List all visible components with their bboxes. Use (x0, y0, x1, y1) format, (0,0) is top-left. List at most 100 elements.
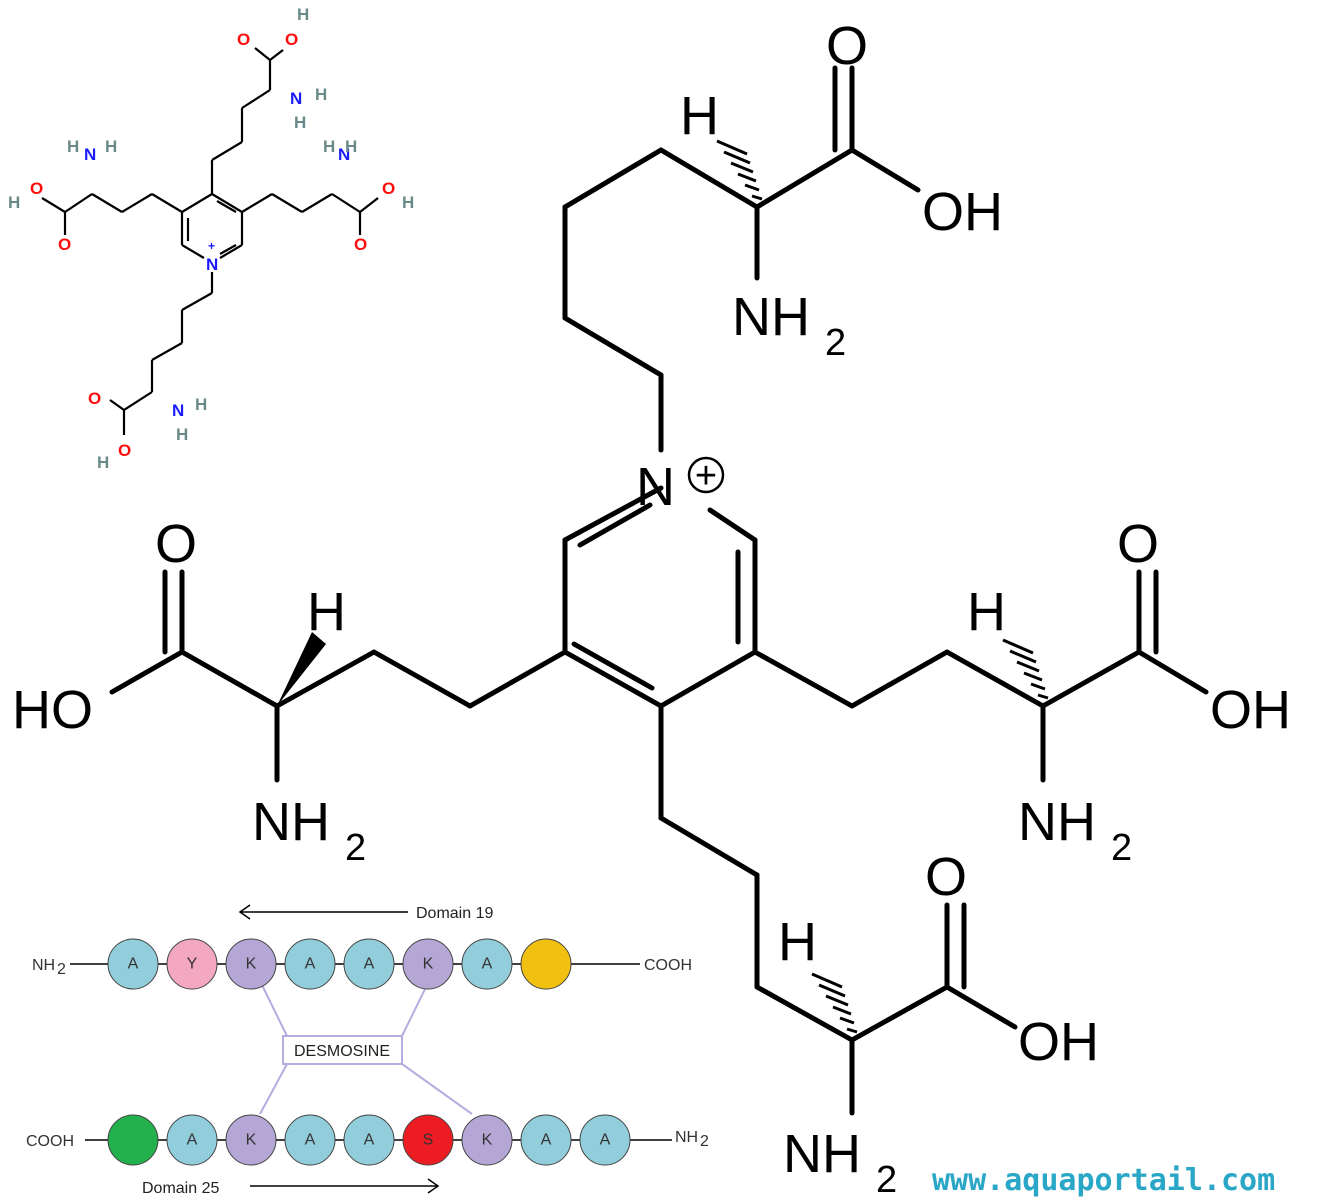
nh2-top-sub: 2 (57, 961, 66, 978)
atom-oh-top: OH (922, 182, 1003, 242)
top-residue-6 (461, 938, 513, 990)
atom-o-top: O (826, 16, 868, 76)
small-atom: N (290, 89, 302, 108)
large-structure (109, 65, 1209, 1116)
small-atom: H (176, 425, 188, 444)
stereo-bonds (277, 139, 1049, 1034)
large-labels: O H OH NH 2 N + O H HO NH 2 O H OH NH 2 … (12, 16, 1291, 1200)
bottom-residue-label-6: K (482, 1132, 493, 1149)
atom-nh-top: NH (732, 287, 810, 347)
crosslink-lines (259, 984, 473, 1115)
small-atom: H (67, 137, 79, 156)
bottom-residue-2 (225, 1114, 277, 1166)
atom-h-right: H (967, 582, 1006, 642)
atom-nh-bottom-sub: 2 (876, 1159, 897, 1200)
small-atom: H (8, 193, 20, 212)
top-residue-0 (107, 938, 159, 990)
top-residue-1 (166, 938, 218, 990)
top-residue-label-5: K (423, 956, 434, 973)
atom-o-bottom: O (925, 847, 967, 907)
bottom-residue-3 (284, 1114, 336, 1166)
top-residue-label-1: Y (187, 956, 198, 973)
top-residue-2 (225, 938, 277, 990)
cooh-bottom: COOH (26, 1133, 74, 1150)
small-labels: H O O N H H H N H H O O H N H O H O N + … (8, 5, 414, 472)
bottom-residue-7 (520, 1114, 572, 1166)
charge-circle (687, 456, 725, 494)
bottom-residue-label-7: A (541, 1132, 552, 1149)
desmosine-label: DESMOSINE (294, 1043, 390, 1060)
atom-h-top: H (680, 86, 719, 146)
small-atom: H (323, 137, 335, 156)
top-residue-label-2: K (246, 956, 257, 973)
bottom-residue-6 (461, 1114, 513, 1166)
peptide-diagram: Domain 19 NH 2 COOH COOH NH 2 DESMOSINE … (26, 904, 709, 1197)
atom-nh-left-sub: 2 (345, 827, 366, 869)
bottom-residue-label-2: K (246, 1132, 257, 1149)
small-atom: H (402, 193, 414, 212)
atom-nh-right-sub: 2 (1111, 827, 1132, 869)
watermark-bg (928, 1162, 1312, 1196)
cooh-top: COOH (644, 957, 692, 974)
nh2-bottom-sub: 2 (700, 1133, 709, 1150)
nh2-top: NH (32, 957, 55, 974)
small-atom: H (97, 453, 109, 472)
top-residue-label-0: A (128, 956, 139, 973)
atom-oh-bottom: OH (1018, 1012, 1099, 1072)
top-residue-5 (402, 938, 454, 990)
small-atom: O (285, 30, 298, 49)
small-atom: N (338, 145, 350, 164)
bottom-residue-label-3: A (305, 1132, 316, 1149)
small-atom: N (206, 255, 218, 274)
small-atom: O (30, 179, 43, 198)
top-residue-label-6: A (482, 956, 493, 973)
small-atom: O (58, 235, 71, 254)
small-atom: H (345, 137, 357, 156)
small-atom: H (195, 395, 207, 414)
small-atom: H (294, 113, 306, 132)
charge-plus: + (695, 455, 717, 497)
top-residue-3 (284, 938, 336, 990)
bottom-residue-1 (166, 1114, 218, 1166)
domain-19-label: Domain 19 (416, 905, 493, 922)
small-atom: H (297, 5, 309, 24)
atom-nh-left: NH (252, 792, 330, 852)
bottom-residue-8 (579, 1114, 631, 1166)
nh2-bottom: NH (675, 1129, 698, 1146)
small-atom: O (237, 30, 250, 49)
bottom-residue-label-8: A (600, 1132, 611, 1149)
top-residue-label-3: A (305, 956, 316, 973)
bottom-residue-label-1: A (187, 1132, 198, 1149)
atom-n-plus: N (636, 457, 675, 517)
bottom-residue-label-4: A (364, 1132, 375, 1149)
watermark-link[interactable]: www.aquaportail.com (932, 1163, 1275, 1198)
top-residue-4 (343, 938, 395, 990)
small-atom: O (88, 389, 101, 408)
small-atom: N (84, 145, 96, 164)
atom-h-left: H (307, 582, 346, 642)
atom-nh-bottom: NH (783, 1124, 861, 1184)
top-residue-7 (520, 938, 572, 990)
small-atom: O (354, 235, 367, 254)
desmosine-box (282, 1035, 403, 1065)
small-structure (41, 47, 379, 435)
bottom-residue-4 (343, 1114, 395, 1166)
atom-nh-top-sub: 2 (825, 322, 846, 364)
small-atom: O (382, 179, 395, 198)
small-atom: + (208, 239, 215, 253)
atom-o-left: O (155, 514, 197, 574)
small-atom: H (315, 85, 327, 104)
atom-ho-left: HO (12, 680, 93, 740)
top-residue-label-4: A (364, 956, 375, 973)
domain-25-label: Domain 25 (142, 1180, 219, 1197)
atom-nh-right: NH (1018, 792, 1096, 852)
bottom-residue-0 (107, 1114, 159, 1166)
small-atom: N (172, 401, 184, 420)
atom-h-bottom: H (778, 912, 817, 972)
small-atom: H (105, 137, 117, 156)
atom-o-right: O (1117, 514, 1159, 574)
small-atom: O (118, 441, 131, 460)
